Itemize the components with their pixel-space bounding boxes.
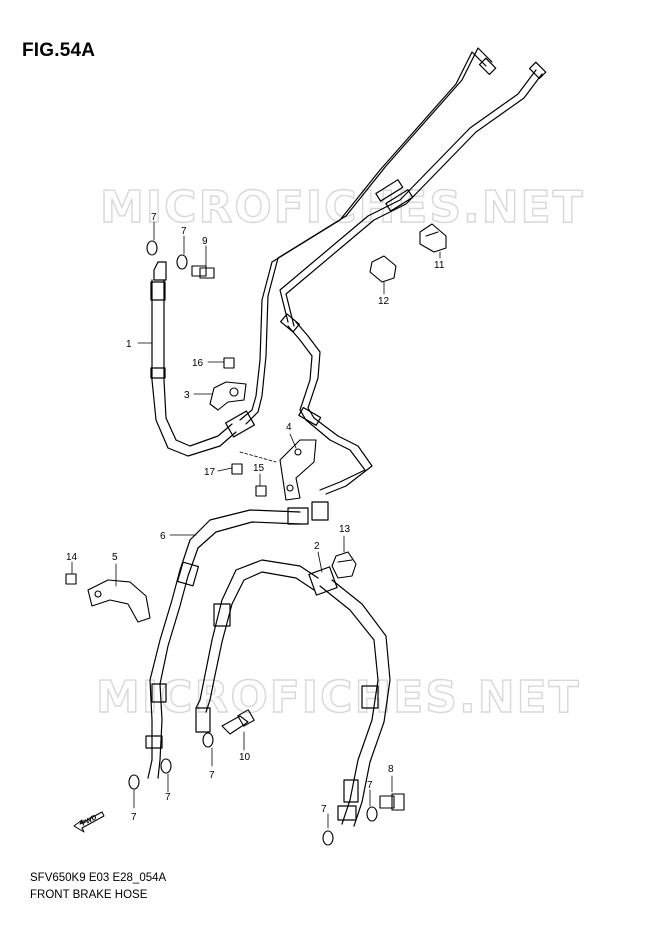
callout-number: 7 — [181, 226, 187, 237]
washers-7 — [128, 240, 378, 846]
callout-number: 9 — [202, 236, 208, 247]
callout-number: 2 — [314, 541, 320, 552]
callout-number: 12 — [378, 296, 390, 307]
callout-number: 8 — [388, 764, 394, 775]
callout-number: 6 — [160, 531, 166, 542]
union-bolt-8 — [379, 793, 405, 811]
direction-arrow — [73, 811, 105, 833]
callout-number: 11 — [434, 260, 445, 271]
callout-number: 7 — [209, 770, 215, 781]
brake-hose-1 — [150, 261, 255, 457]
bracket-5 — [87, 579, 151, 623]
clamp-11 — [419, 223, 447, 253]
union-bolt-9 — [191, 265, 215, 279]
brake-hose-2 — [308, 566, 391, 827]
watermark-top: MICROFICHES.NET — [100, 182, 585, 233]
callout-number: 10 — [239, 752, 251, 763]
bolt-16 — [223, 357, 235, 369]
callout-number: 7 — [131, 812, 137, 823]
callout-number: 4 — [286, 422, 292, 433]
figure-code: SFV650K9 E03 E28_054A — [30, 872, 167, 884]
callout-number: 7 — [321, 804, 327, 815]
callout-number: 7 — [151, 212, 157, 223]
callout-number: 1 — [126, 339, 132, 350]
bracket-4 — [279, 439, 317, 501]
clamp-12 — [369, 255, 397, 283]
bolt-15 — [255, 485, 267, 497]
figure-title: FIG.54A — [22, 40, 96, 61]
callout-number: 16 — [192, 358, 204, 369]
callout-number: 7 — [367, 780, 373, 791]
brake-pipes — [239, 47, 547, 495]
direction-label: FWD — [81, 814, 98, 828]
callout-number: 5 — [112, 552, 118, 563]
figure-caption: FRONT BRAKE HOSE — [30, 889, 148, 901]
bolt-14 — [65, 573, 77, 585]
callout-number: 15 — [253, 463, 265, 474]
brake-hose-6 — [145, 501, 329, 779]
clamp-13 — [331, 551, 357, 579]
watermark-bottom: MICROFICHES.NET — [96, 672, 581, 723]
bolt-17 — [231, 463, 243, 475]
callout-number: 7 — [165, 792, 171, 803]
callout-number: 14 — [66, 552, 78, 563]
leader-lines — [71, 221, 441, 829]
callout-number: 17 — [204, 467, 216, 478]
union-bolt-10 — [221, 709, 255, 735]
clamp-3 — [209, 381, 247, 411]
callout-labels: 1 2 3 4 5 6 7 7 7 7 7 7 7 8 9 10 11 12 1… — [66, 212, 445, 823]
callout-number: 13 — [339, 524, 351, 535]
callout-number: 3 — [184, 390, 190, 401]
